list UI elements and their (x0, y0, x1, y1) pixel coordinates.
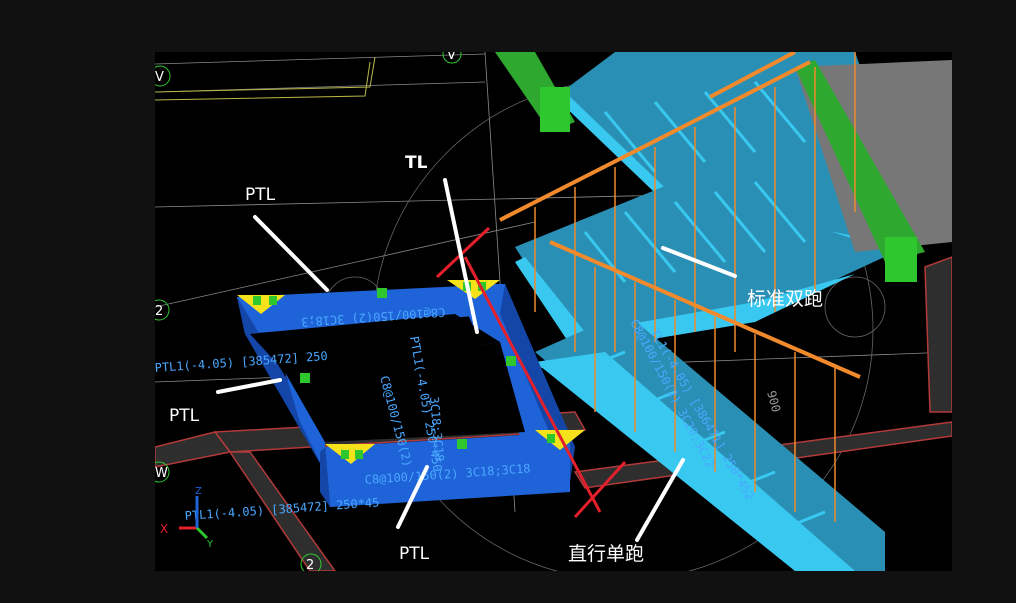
label-ptl-left: PTL (169, 406, 200, 426)
label-standard-double-run: 标准双跑 (747, 288, 823, 310)
annotation-side-b: 3C18;3C18 (427, 396, 447, 462)
triad-y-label: Y (206, 539, 214, 550)
lower-stair-flight (535, 312, 885, 571)
axis-mark-top-mid: V (447, 52, 456, 63)
tl-section-marker (435, 226, 627, 519)
stair-model-scene[interactable]: C8@100/150(2) 3C18;3 PTL1(-4.05) [385472… (155, 52, 952, 571)
axis-mark-top-left: V (155, 70, 164, 85)
landing-slab-edge (795, 60, 925, 262)
yellow-wireframe (155, 56, 376, 101)
grid-axis-labels: V V 2 W 2 (155, 52, 456, 571)
3d-viewport[interactable]: C8@100/150(2) 3C18;3 PTL1(-4.05) [385472… (155, 52, 952, 571)
annotation-900: 900 (764, 389, 783, 414)
axis-triad[interactable]: X Z Y (160, 486, 214, 550)
grid-axis-bubbles (155, 52, 462, 571)
label-ptl-bottom: PTL (399, 544, 430, 564)
callout-labels: PTL TL PTL PTL 标准双跑 直行单跑 (169, 153, 823, 565)
label-ptl-top: PTL (245, 185, 276, 205)
axis-mark-bottom: 2 (306, 558, 314, 571)
axis-mark-left-lower: W (155, 466, 168, 481)
label-pointers (216, 178, 737, 542)
columns (495, 52, 917, 282)
label-straight-single-run: 直行单跑 (568, 543, 644, 565)
triad-z-label: Z (195, 486, 202, 497)
label-tl: TL (405, 153, 428, 173)
triad-x-label: X (160, 522, 168, 536)
stair-rebar (499, 52, 861, 379)
axis-mark-left-mid: 2 (155, 304, 163, 319)
stair-rebar-vertical (534, 52, 856, 522)
